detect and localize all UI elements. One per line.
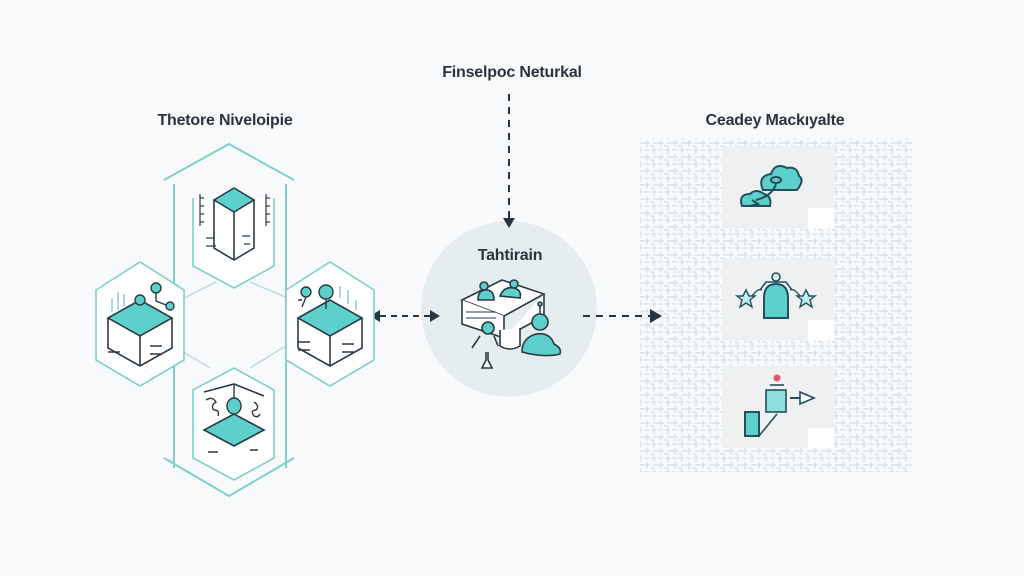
card-gateway[interactable] — [722, 258, 834, 340]
center-node-title: Tahtirain — [477, 247, 543, 264]
node-links — [179, 281, 293, 369]
left-group-title: Thetore Niveloipie — [157, 112, 293, 129]
connector-top-to-center — [503, 94, 515, 228]
node-left[interactable] — [95, 261, 185, 387]
deploy-flow-icon — [744, 374, 817, 437]
connector-left-to-center — [370, 310, 440, 322]
card-cloud[interactable] — [722, 146, 834, 228]
cloud-transfer-icon — [740, 165, 803, 207]
node-right[interactable] — [285, 261, 375, 387]
connector-center-to-right — [583, 309, 662, 323]
top-label: Finselpoc Neturkal — [442, 64, 582, 81]
right-group-title: Ceadey Mackıyalte — [705, 112, 845, 129]
node-top[interactable] — [192, 187, 275, 289]
gateway-network-icon — [735, 272, 817, 319]
workstation-illustration-icon — [460, 279, 562, 369]
node-bottom[interactable] — [192, 367, 275, 481]
card-deploy[interactable] — [722, 366, 834, 448]
